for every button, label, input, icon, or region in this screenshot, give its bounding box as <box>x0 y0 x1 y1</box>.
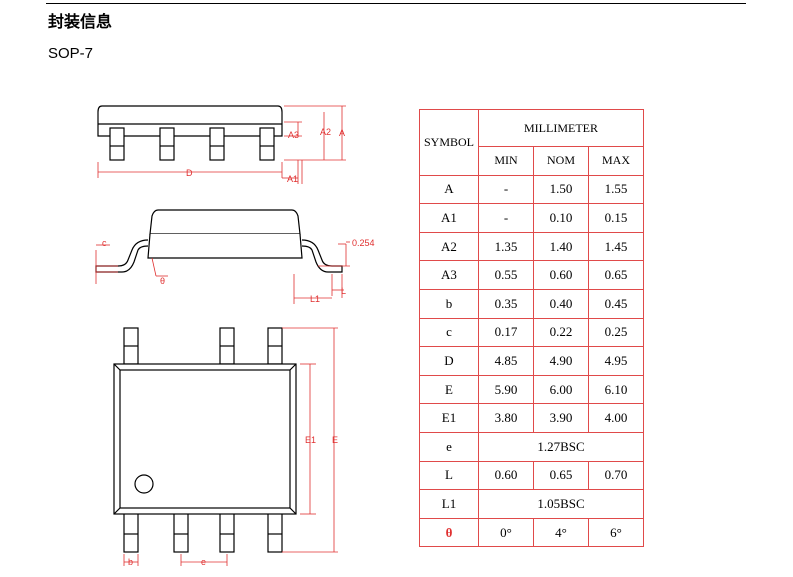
label-d: D <box>186 168 193 178</box>
top-rule <box>46 3 746 4</box>
label-e-cap: E <box>332 435 338 445</box>
page-title: 封装信息 <box>48 14 113 31</box>
label-0254: 0.254 <box>352 238 375 248</box>
package-name: SOP-7 <box>48 45 94 62</box>
label-a3: A3 <box>288 130 299 140</box>
top-view <box>113 327 297 553</box>
label-theta: θ <box>160 276 165 286</box>
label-b: b <box>128 557 133 567</box>
label-a1: A1 <box>287 174 298 184</box>
header-min: MIN <box>478 146 534 176</box>
label-c: c <box>102 238 107 248</box>
label-l1: L1 <box>310 294 320 304</box>
header-unit: MILLIMETER <box>478 109 644 147</box>
label-e: e <box>201 557 206 567</box>
header-max: MAX <box>588 146 644 176</box>
package-drawing: A3 A2 A D A1 c 0.254 θ L1 L <box>95 105 375 567</box>
label-e1: E1 <box>305 435 316 445</box>
end-view <box>95 209 343 273</box>
end-view-dimensions <box>95 241 350 304</box>
side-view <box>97 105 283 161</box>
label-l: L <box>341 286 346 296</box>
top-view-dimensions <box>123 327 338 566</box>
header-symbol: SYMBOL <box>419 109 479 176</box>
side-view-dimensions <box>97 105 346 184</box>
header-nom: NOM <box>533 146 589 176</box>
label-a2: A2 <box>320 127 331 137</box>
label-a: A <box>339 128 345 138</box>
